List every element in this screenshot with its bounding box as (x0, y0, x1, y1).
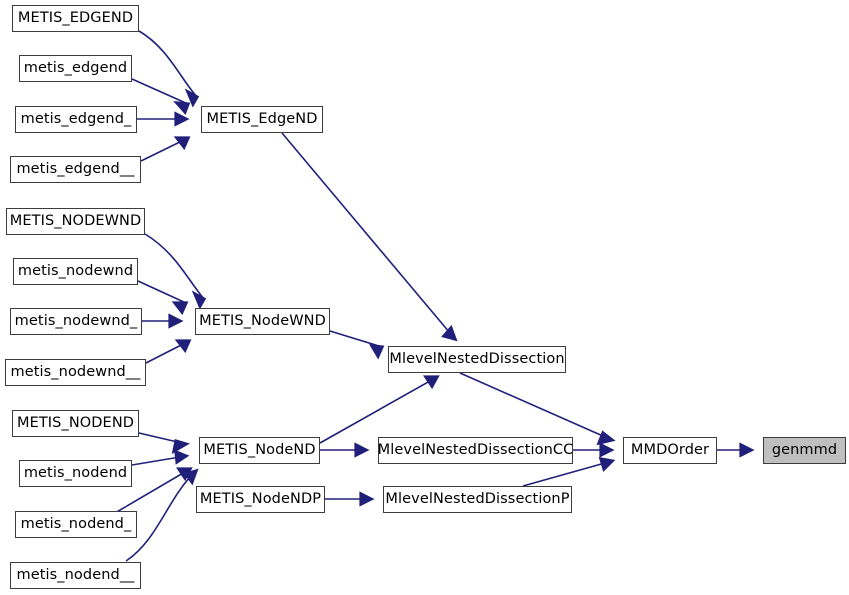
graph-node-METIS_NodeNDP[interactable]: METIS_NodeNDP (196, 486, 325, 513)
arrowhead-icon (174, 339, 192, 354)
arrowhead-icon (173, 136, 191, 151)
arrowhead-icon (171, 301, 189, 316)
graph-node-label: METIS_NodeNDP (199, 491, 322, 508)
arrowhead-icon (368, 344, 385, 360)
edge-line (131, 78, 189, 105)
arrowhead-icon (599, 442, 615, 458)
graph-node-metis_edgend_uu[interactable]: metis_edgend__ (10, 156, 141, 183)
arrowhead-icon (191, 290, 207, 310)
graph-node-label: metis_nodewnd__ (10, 364, 141, 381)
edge-line (522, 460, 613, 487)
edge-line (137, 280, 187, 304)
arrowhead-icon (441, 324, 458, 342)
graph-node-label: MlevelNestedDissectionCC (377, 442, 574, 459)
graph-node-METIS_NODEND[interactable]: METIS_NODEND (12, 410, 139, 437)
edge-line (144, 233, 205, 300)
arrowhead-icon (423, 375, 440, 390)
graph-node-MlevelNestedDissectionP[interactable]: MlevelNestedDissectionP (383, 486, 572, 513)
edge-line (281, 132, 456, 340)
arrowhead-icon (168, 313, 184, 329)
arrowhead-icon (173, 101, 191, 116)
arrowhead-icon (596, 430, 616, 446)
graph-node-metis_nodewnd_u[interactable]: metis_nodewnd_ (10, 308, 142, 335)
edge-METIS_NodeND-to-MlevelNestedDissectionCC (320, 442, 370, 458)
edge-metis_nodewnd-to-METIS_NodeWND (137, 280, 189, 316)
graph-node-label: metis_edgend_ (20, 111, 132, 128)
graph-node-label: metis_nodewnd (17, 263, 134, 280)
graph-node-metis_edgend_u[interactable]: metis_edgend_ (15, 106, 137, 133)
edge-MMDOrder-to-genmmd (717, 442, 755, 458)
edge-MlevelNestedDissectionCC-to-MMDOrder (573, 442, 615, 458)
graph-node-MlevelNestedDissectionCC[interactable]: MlevelNestedDissectionCC (378, 437, 573, 464)
edge-METIS_NodeND-to-MlevelNestedDissection (319, 375, 440, 444)
graph-node-metis_nodewnd_uu[interactable]: metis_nodewnd__ (5, 359, 146, 386)
edge-METIS_NODEND-to-METIS_NodeND (138, 432, 190, 455)
edge-metis_edgend_u-to-METIS_EdgeND (137, 111, 190, 127)
arrowhead-icon (174, 449, 190, 465)
edge-metis_edgend_uu-to-METIS_EdgeND (140, 136, 191, 162)
edge-metis_edgend_upper-to-METIS_EdgeND (138, 30, 200, 108)
graph-node-metis_edgend_upper[interactable]: METIS_EDGEND (12, 5, 139, 32)
edge-METIS_NodeWND-to-MlevelNestedDissection (329, 330, 385, 360)
graph-node-metis_nodend_u[interactable]: metis_nodend_ (15, 511, 137, 538)
edge-line (125, 470, 197, 562)
graph-node-label: metis_edgend (23, 60, 128, 77)
arrowhead-icon (184, 88, 200, 108)
edge-METIS_EdgeND-to-MlevelNestedDissection (281, 132, 458, 342)
graph-node-label: METIS_NODEWND (9, 213, 142, 230)
edge-MlevelNestedDissectionP-to-MMDOrder (522, 456, 616, 487)
graph-node-MlevelNestedDissection[interactable]: MlevelNestedDissection (388, 346, 566, 373)
arrowhead-icon (183, 468, 199, 486)
graph-node-label: METIS_EdgeND (206, 111, 318, 128)
graph-node-label: genmmd (771, 442, 838, 459)
edge-MlevelNestedDissection-to-MMDOrder (459, 372, 616, 446)
graph-node-label: METIS_EDGEND (17, 10, 134, 27)
graph-node-label: METIS_NodeND (203, 442, 316, 459)
graph-node-label: METIS_NODEND (16, 415, 135, 432)
graph-node-label: metis_nodewnd_ (14, 313, 138, 330)
edge-metis_nodewnd_uu-to-METIS_NodeWND (145, 339, 192, 364)
arrowhead-icon (174, 111, 190, 127)
arrowhead-icon (359, 491, 375, 507)
graph-node-METIS_NodeWND[interactable]: METIS_NodeWND (195, 308, 330, 335)
edge-line (329, 330, 383, 348)
edge-metis_nodewnd_u-to-METIS_NodeWND (142, 313, 184, 329)
graph-node-METIS_EdgeND[interactable]: METIS_EdgeND (201, 106, 323, 133)
graph-node-label: MlevelNestedDissection (389, 351, 565, 368)
edge-METIS_NODEWND-to-METIS_NodeWND (144, 233, 207, 310)
graph-node-label: metis_nodend__ (16, 567, 135, 584)
graph-node-label: metis_nodend_ (20, 516, 132, 533)
graph-node-MMDOrder[interactable]: MMDOrder (623, 437, 717, 464)
graph-node-METIS_NODEWND[interactable]: METIS_NODEWND (6, 208, 145, 235)
graph-node-label: metis_nodend (23, 465, 128, 482)
edge-line (114, 468, 191, 514)
arrowhead-icon (739, 442, 755, 458)
graph-node-label: MlevelNestedDissectionP (385, 491, 570, 508)
graph-node-label: MMDOrder (630, 442, 710, 459)
edge-line (319, 376, 438, 444)
graph-node-label: METIS_NodeWND (199, 313, 326, 330)
graph-node-metis_nodend_uu[interactable]: metis_nodend__ (10, 562, 141, 589)
edge-metis_edgend-to-METIS_EdgeND (131, 78, 191, 116)
graph-node-METIS_NodeND[interactable]: METIS_NodeND (199, 437, 320, 464)
edge-metis_nodend_uu-to-METIS_NodeND (125, 468, 199, 562)
arrowhead-icon (598, 456, 616, 473)
edge-metis_nodend-to-METIS_NodeND (131, 449, 190, 466)
graph-node-metis_nodewnd[interactable]: metis_nodewnd (13, 258, 138, 285)
edge-line (138, 30, 198, 98)
arrowhead-icon (354, 442, 370, 458)
graph-node-metis_edgend[interactable]: metis_edgend (19, 55, 132, 82)
graph-node-metis_nodend[interactable]: metis_nodend (19, 460, 132, 487)
arrowhead-icon (171, 438, 190, 455)
edge-line (459, 372, 613, 441)
graph-node-genmmd[interactable]: genmmd (763, 437, 846, 464)
graph-node-label: metis_edgend__ (16, 161, 135, 178)
edge-METIS_NodeNDP-to-MlevelNestedDissectionP (325, 491, 375, 507)
